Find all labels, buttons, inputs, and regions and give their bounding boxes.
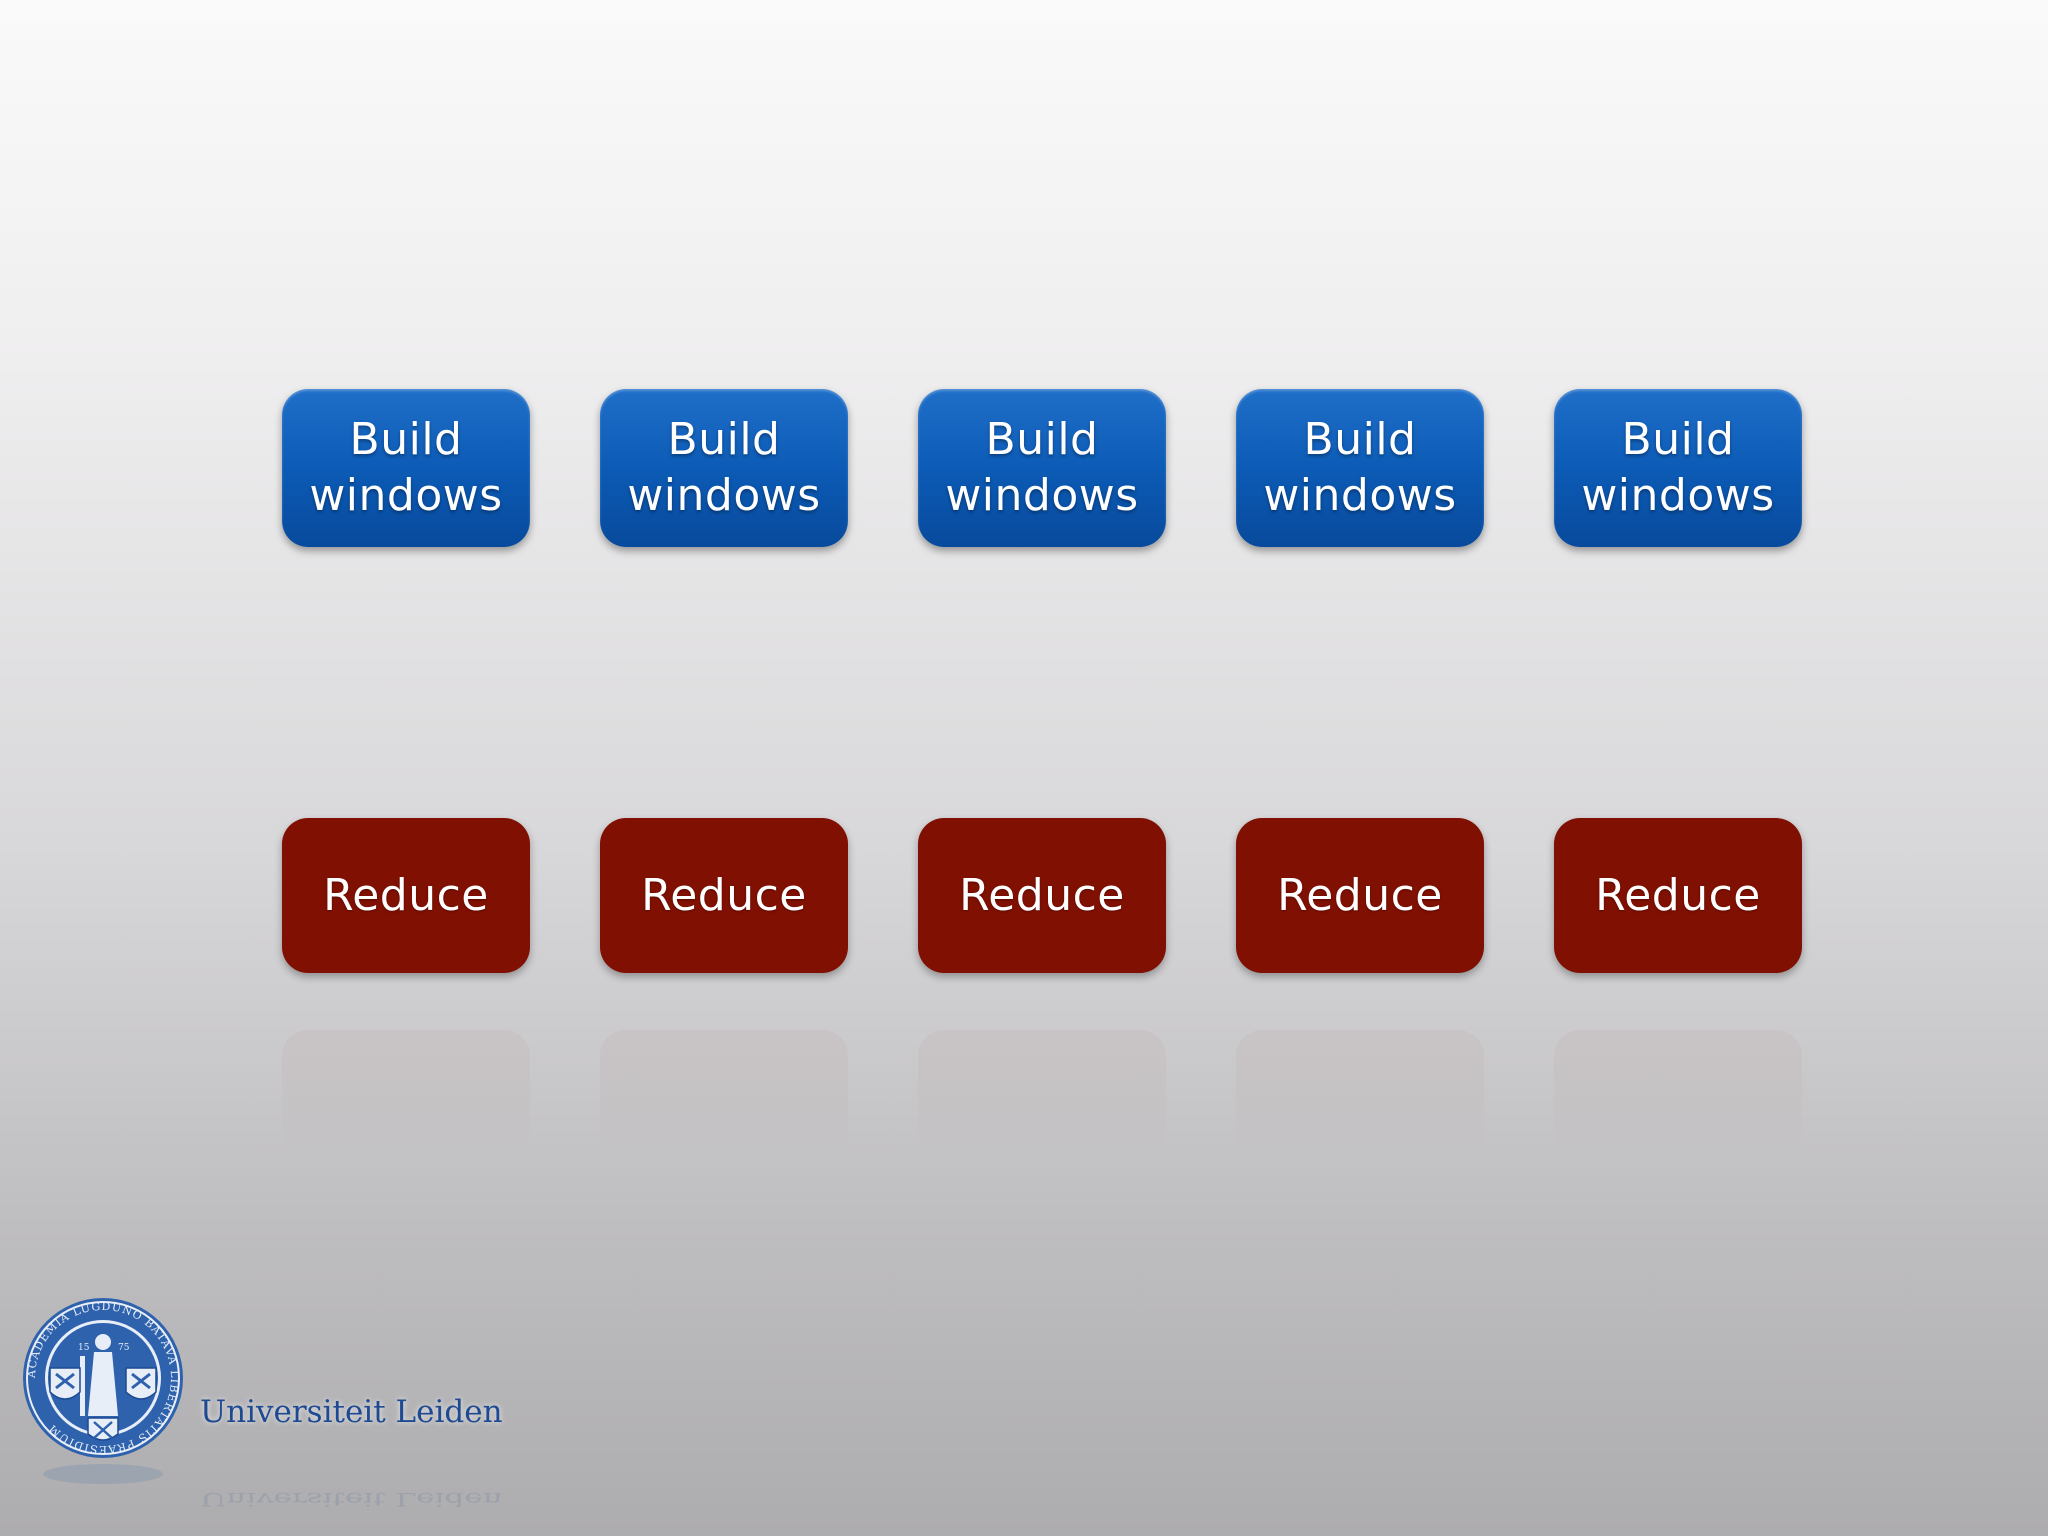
build-windows-box-1: Build windows	[282, 389, 530, 547]
build-windows-box-4: Build windows	[1236, 389, 1484, 547]
university-logo: ACADEMIA LUGDUNO BATAVA LIBERTATIS PRAES…	[20, 1288, 520, 1510]
build-windows-label: Build windows	[1581, 414, 1775, 521]
university-name-reflection: Universiteit Leiden	[200, 1488, 503, 1510]
build-windows-label: Build windows	[309, 414, 503, 521]
reduce-label: Reduce	[1595, 869, 1761, 921]
university-seal-icon: ACADEMIA LUGDUNO BATAVA LIBERTATIS PRAES…	[23, 1298, 183, 1484]
reduce-box-4: Reduce	[1236, 818, 1484, 973]
build-windows-label: Build windows	[627, 414, 821, 521]
build-windows-box-5: Build windows	[1554, 389, 1802, 547]
reduce-reflection	[282, 1030, 530, 1160]
reduce-reflection	[918, 1030, 1166, 1160]
svg-text:75: 75	[118, 1343, 130, 1353]
reduce-box-2: Reduce	[600, 818, 848, 973]
svg-text:15: 15	[78, 1343, 90, 1353]
reduce-box-5: Reduce	[1554, 818, 1802, 973]
build-windows-box-2: Build windows	[600, 389, 848, 547]
reduce-reflection	[1236, 1030, 1484, 1160]
reduce-label: Reduce	[959, 869, 1125, 921]
build-windows-box-3: Build windows	[918, 389, 1166, 547]
reduce-label: Reduce	[1277, 869, 1443, 921]
reduce-box-1: Reduce	[282, 818, 530, 973]
build-windows-label: Build windows	[945, 414, 1139, 521]
university-name: Universiteit Leiden	[200, 1394, 503, 1430]
reduce-label: Reduce	[641, 869, 807, 921]
reduce-box-3: Reduce	[918, 818, 1166, 973]
reduce-reflection	[1554, 1030, 1802, 1160]
reduce-reflection	[600, 1030, 848, 1160]
build-windows-label: Build windows	[1263, 414, 1457, 521]
reduce-label: Reduce	[323, 869, 489, 921]
